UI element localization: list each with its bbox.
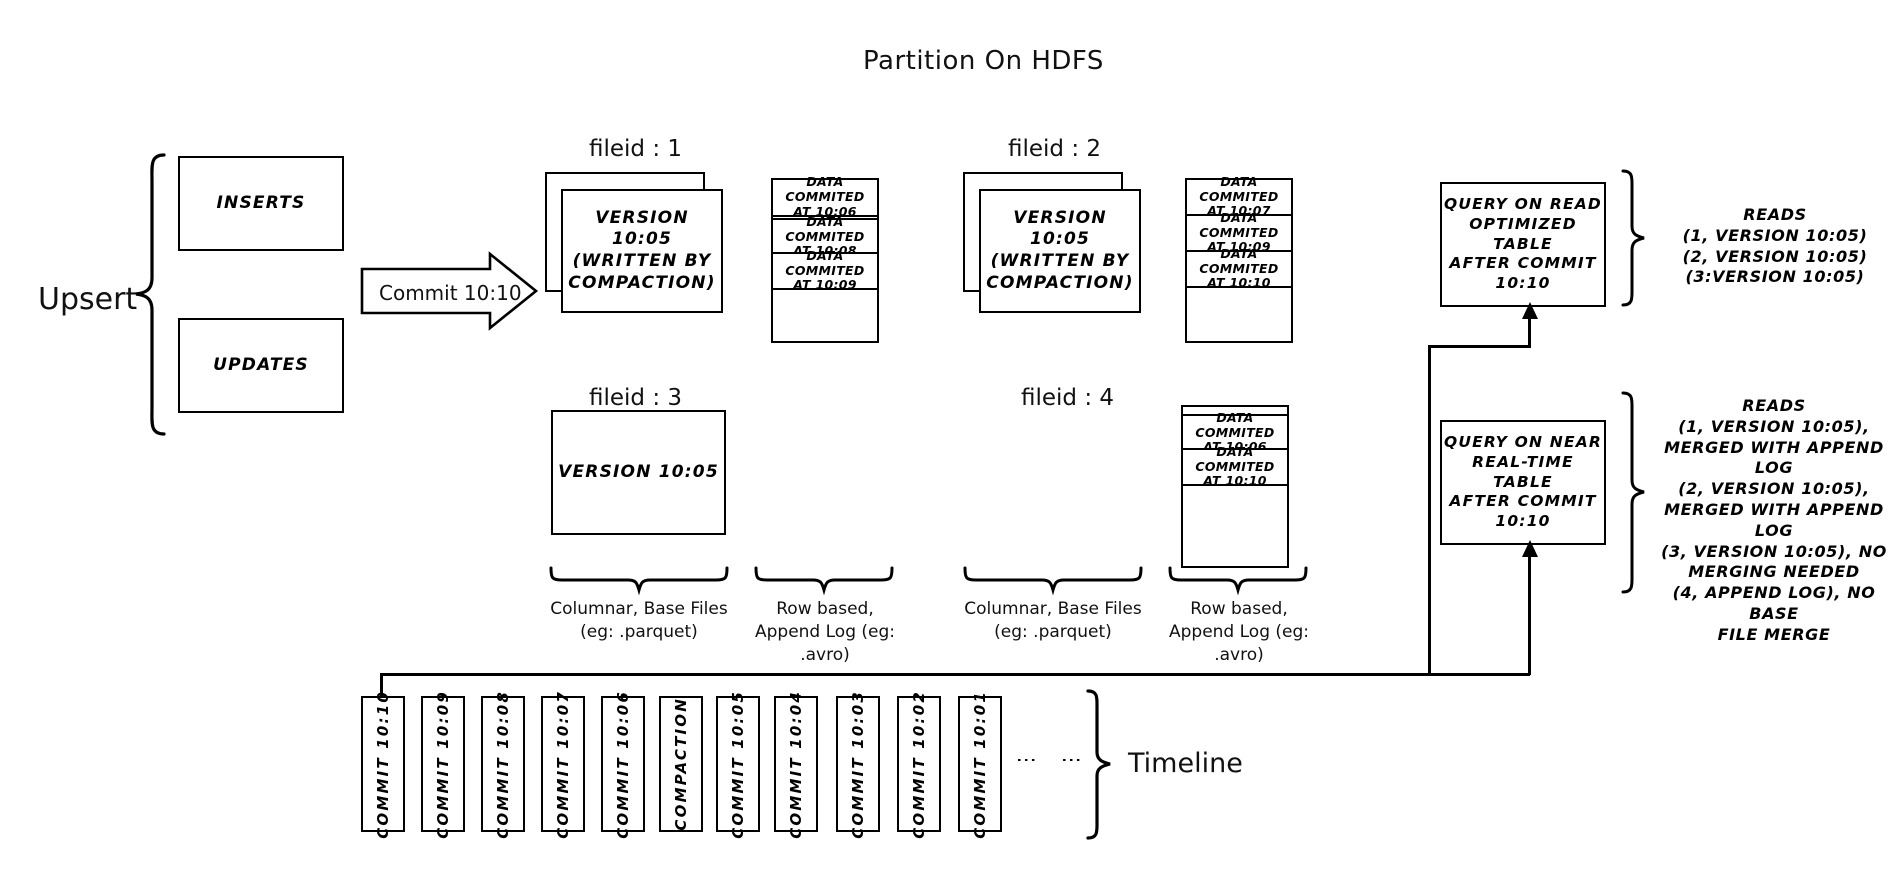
connector-a-horizontal — [1428, 345, 1530, 348]
fileid-3-header: fileid : 3 — [589, 385, 683, 411]
caption-rowlog-right: Row based, Append Log (eg: .avro) — [1168, 599, 1310, 665]
log-entry-text: DATA COMMITED AT 10:06 — [785, 174, 865, 219]
timeline-cell-label: COMMIT 10:07 — [554, 689, 572, 839]
commit-arrow — [360, 251, 539, 331]
brace-rowlog-left — [753, 565, 895, 596]
timeline-feeder-vertical — [380, 673, 383, 698]
fileid-1-base-box: VERSION 10:05 (WRITTEN BY COMPACTION) — [561, 189, 723, 313]
timeline-cell-0[interactable]: COMMIT 10:10 — [361, 690, 405, 838]
inserts-label: INSERTS — [216, 192, 306, 213]
timeline-cell-8[interactable]: COMMIT 10:03 — [836, 690, 880, 838]
reads-near-realtime-text: READS (1, VERSION 10:05), MERGED WITH AP… — [1661, 396, 1887, 644]
fileid-2-log-entry-3: DATA COMMITED AT 10:10 — [1185, 245, 1293, 291]
arrow-to-read-optimized — [1520, 302, 1540, 320]
timeline-cell-label: COMMIT 10:09 — [434, 689, 452, 839]
brace-reads-near-realtime — [1620, 390, 1650, 595]
connector-a-vertical-up — [1428, 345, 1431, 675]
updates-box: UPDATES — [178, 318, 344, 413]
timeline-cell-label: COMPACTION — [672, 697, 690, 831]
fileid-2-log-entry-1: DATA COMMITED AT 10:07 — [1185, 173, 1293, 219]
timeline-ellipsis-1: ⋮ — [1015, 750, 1039, 776]
timeline-cell-label: COMMIT 10:10 — [374, 689, 392, 839]
log-entry-text: DATA COMMITED AT 10:09 — [1199, 209, 1279, 255]
fileid-2-base-box: VERSION 10:05 (WRITTEN BY COMPACTION) — [979, 189, 1141, 313]
timeline-cell-7[interactable]: COMMIT 10:04 — [774, 690, 818, 838]
fileid-1-log-entry-3: DATA COMMITED AT 10:09 — [771, 247, 879, 293]
caption-rowlog-left: Row based, Append Log (eg: .avro) — [754, 599, 896, 665]
timeline-cell-label: COMMIT 10:03 — [849, 689, 867, 839]
fileid-3-base-text: VERSION 10:05 — [558, 461, 719, 482]
query-read-optimized-text: QUERY ON READ OPTIMIZED TABLE AFTER COMM… — [1443, 194, 1602, 293]
timeline-cell-1[interactable]: COMMIT 10:09 — [421, 690, 465, 838]
page-title: Partition On HDFS — [863, 46, 1104, 76]
fileid-2-header: fileid : 2 — [1008, 136, 1102, 162]
fileid-1-log-entry-1: DATA COMMITED AT 10:06 — [771, 174, 879, 219]
timeline-label: Timeline — [1128, 748, 1243, 779]
timeline-cell-label: COMMIT 10:04 — [787, 689, 805, 839]
connector-a-vertical-into-box — [1528, 316, 1531, 348]
brace-timeline — [1085, 688, 1117, 844]
log-entry-text: DATA COMMITED AT 10:10 — [1199, 245, 1279, 291]
fileid-3-base-box: VERSION 10:05 — [551, 410, 726, 535]
timeline-cell-label: COMMIT 10:08 — [494, 689, 512, 839]
log-entry-text: DATA COMMITED AT 10:10 — [1195, 443, 1275, 489]
timeline-strip: COMMIT 10:10 COMMIT 10:09 COMMIT 10:08 C… — [361, 690, 1002, 838]
fileid-4-log-entry-2: DATA COMMITED AT 10:10 — [1181, 443, 1289, 489]
timeline-ellipsis-2: ⋮ — [1060, 750, 1084, 776]
inserts-box: INSERTS — [178, 156, 344, 251]
fileid-1-header: fileid : 1 — [589, 136, 683, 162]
arrow-to-near-realtime — [1520, 540, 1540, 558]
timeline-cell-3[interactable]: COMMIT 10:07 — [541, 690, 585, 838]
timeline-cell-label: COMMIT 10:01 — [971, 689, 989, 839]
timeline-cell-label: COMMIT 10:02 — [910, 689, 928, 839]
caption-columnar-left: Columnar, Base Files (eg: .parquet) — [550, 599, 728, 642]
timeline-feeder-horizontal — [380, 673, 1430, 676]
connector-b-horizontal — [1428, 673, 1530, 676]
timeline-cell-label: COMMIT 10:06 — [614, 689, 632, 839]
timeline-cell-10[interactable]: COMMIT 10:01 — [958, 690, 1002, 838]
query-read-optimized-box: QUERY ON READ OPTIMIZED TABLE AFTER COMM… — [1440, 182, 1606, 307]
brace-columnar-left — [548, 565, 730, 596]
fileid-1-base-text: VERSION 10:05 (WRITTEN BY COMPACTION) — [568, 207, 716, 293]
upsert-brace — [132, 152, 168, 437]
timeline-cell-4[interactable]: COMMIT 10:06 — [601, 690, 645, 838]
caption-columnar-right: Columnar, Base Files (eg: .parquet) — [964, 599, 1142, 642]
brace-reads-read-optimized — [1620, 168, 1650, 308]
upsert-label: Upsert — [38, 282, 138, 317]
query-near-realtime-text: QUERY ON NEAR REAL-TIME TABLE AFTER COMM… — [1443, 432, 1603, 531]
timeline-cell-5[interactable]: COMPACTION — [659, 696, 703, 832]
updates-label: UPDATES — [213, 354, 309, 375]
query-near-realtime-box: QUERY ON NEAR REAL-TIME TABLE AFTER COMM… — [1440, 420, 1606, 545]
log-entry-text: DATA COMMITED AT 10:07 — [1199, 173, 1279, 219]
timeline-cell-9[interactable]: COMMIT 10:02 — [897, 690, 941, 838]
reads-read-optimized-text: READS (1, VERSION 10:05) (2, VERSION 10:… — [1682, 205, 1868, 287]
fileid-2-base-text: VERSION 10:05 (WRITTEN BY COMPACTION) — [986, 207, 1134, 293]
commit-arrow-label: Commit 10:10 — [379, 281, 522, 305]
timeline-cell-label: COMMIT 10:05 — [729, 689, 747, 839]
brace-rowlog-right — [1167, 565, 1309, 596]
connector-b-vertical-into-box — [1528, 554, 1531, 675]
fileid-4-header: fileid : 4 — [1021, 385, 1115, 411]
timeline-cell-6[interactable]: COMMIT 10:05 — [716, 690, 760, 838]
brace-columnar-right — [962, 565, 1144, 596]
timeline-cell-2[interactable]: COMMIT 10:08 — [481, 690, 525, 838]
log-entry-text: DATA COMMITED AT 10:09 — [785, 247, 865, 293]
